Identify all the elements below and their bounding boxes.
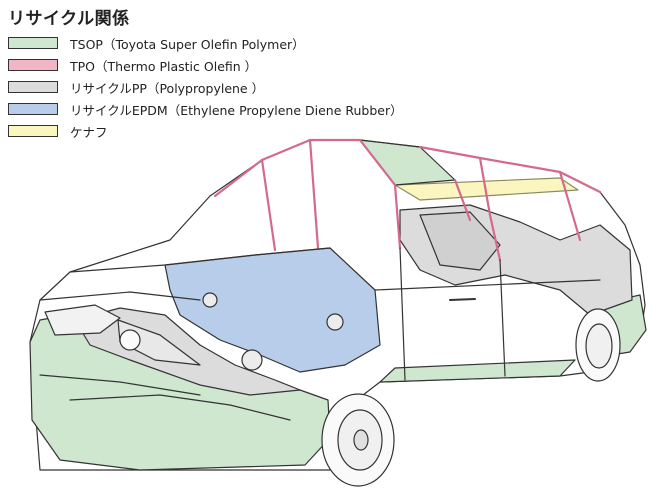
legend-item-tpo: TPO（Thermo Plastic Olefin ） [8, 54, 403, 76]
rocker-panel-tsop [379, 359, 576, 383]
rear-door-seam [499, 259, 506, 377]
legend-label-pp: リサイクルPP（Polypropylene ） [70, 80, 265, 96]
engine-cap-1 [202, 292, 218, 308]
door-handle [449, 298, 476, 301]
hood-edge [69, 247, 331, 273]
car-body-outline [29, 139, 646, 471]
headlight [44, 304, 121, 336]
rear-seat-pp [419, 211, 501, 271]
legend-item-tsop: TSOP（Toyota Super Olefin Polymer） [8, 32, 403, 54]
lower-grille [69, 394, 291, 421]
legend-swatch-pp [8, 81, 58, 93]
legend-item-epdm: リサイクルEPDM（Ethylene Propylene Diene Rubbe… [8, 98, 403, 120]
diagram-title: リサイクル関係 [8, 9, 130, 29]
legend-swatch-epdm [8, 103, 58, 115]
engine-cap-3 [241, 349, 263, 371]
legend-label-tsop: TSOP（Toyota Super Olefin Polymer） [70, 36, 305, 52]
pillar-mouldings-tpo [213, 138, 602, 262]
windshield-top-trim [359, 139, 456, 186]
front-wheel-hub [353, 429, 369, 451]
engine-cap-2 [326, 313, 344, 331]
bumper-line [39, 374, 201, 396]
legend: TSOP（Toyota Super Olefin Polymer） TPO（Th… [8, 32, 403, 142]
legend-swatch-tsop [8, 37, 58, 49]
rear-wheel-rim [585, 323, 613, 369]
legend-label-kenaf: ケナフ [70, 124, 108, 140]
legend-label-tpo: TPO（Thermo Plastic Olefin ） [70, 58, 258, 74]
beltline [374, 279, 601, 291]
legend-item-pp: リサイクルPP（Polypropylene ） [8, 76, 403, 98]
front-door-seam [399, 247, 406, 381]
legend-item-kenaf: ケナフ [8, 120, 403, 142]
hood-fold [39, 291, 201, 301]
legend-label-epdm: リサイクルEPDM（Ethylene Propylene Diene Rubbe… [70, 102, 403, 118]
legend-swatch-tpo [8, 59, 58, 71]
emblem [119, 329, 141, 351]
legend-swatch-kenaf [8, 125, 58, 137]
